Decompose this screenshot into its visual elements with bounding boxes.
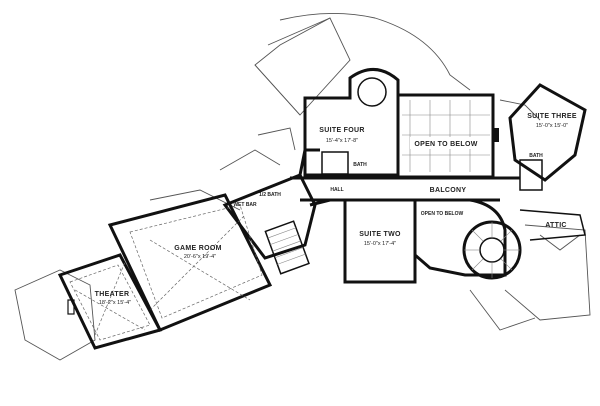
suite-four-dim: 15'-4"x 17'-8" [326,138,358,144]
hall-label: HALL [330,187,343,193]
balcony-corridor: BALCONY HALL [290,176,520,202]
bath-four-label: BATH [353,162,367,168]
attic: ATTIC [519,209,586,241]
suite-two: SUITE TWO 15'-0"x 17'-4" [343,198,417,284]
roof-outlines [14,13,591,361]
game-room-dim: 20'-6"x 19'-4" [184,254,216,260]
left-wing-core: WET BAR 1/2 BATH [222,173,317,275]
bath-three-label: BATH [529,153,543,159]
suite-four: SUITE FOUR 15'-4"x 17'-8" BATH [303,68,400,177]
open-below-top: OPEN TO BELOW [396,93,499,179]
suite-four-label: SUITE FOUR [319,127,364,134]
suite-three: SUITE THREE 15'-0"x 15'-0" BATH [508,83,587,191]
suite-two-label: SUITE TWO [359,231,401,238]
theater-dim: 18'-2"x 15'-4" [99,300,131,306]
suite-three-label: SUITE THREE [527,113,577,120]
open-below-top-label: OPEN TO BELOW [414,141,477,148]
open-below-small: OPEN TO BELOW [413,198,522,280]
open-below-small-label: OPEN TO BELOW [421,211,464,217]
balcony-label: BALCONY [430,187,467,194]
corridor-link [298,148,331,207]
attic-label: ATTIC [545,222,567,229]
game-room-label: GAME ROOM [174,245,221,252]
theater-label: THEATER [95,291,130,298]
theater: THEATER 18'-2"x 15'-4" [57,253,163,350]
wet-bar-label: WET BAR [233,202,257,208]
game-room: GAME ROOM 20'-6"x 19'-4" [107,193,273,332]
half-bath-label: 1/2 BATH [259,192,281,198]
suite-three-dim: 15'-0"x 15'-0" [536,123,568,129]
suite-two-dim: 15'-0"x 17'-4" [364,241,396,247]
